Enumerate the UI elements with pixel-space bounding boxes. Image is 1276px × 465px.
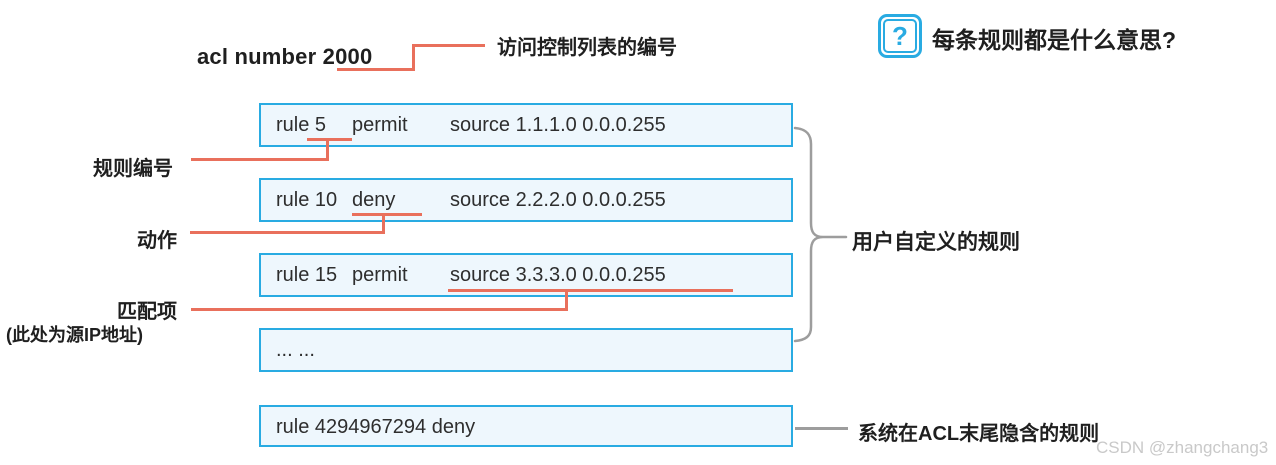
rule-match-text: source 3.3.3.0 0.0.0.255 xyxy=(450,264,666,286)
rule-box-2: rule 10 deny source 2.2.2.0 0.0.0.255 xyxy=(259,178,793,222)
rule-action-text: deny xyxy=(352,189,396,211)
rule-match-text: source 2.2.2.0 0.0.0.255 xyxy=(450,189,666,211)
connector-deny-vertical xyxy=(382,215,385,234)
implicit-rule-text: rule 4294967294 deny xyxy=(276,416,476,438)
connector-deny-horizontal xyxy=(190,231,385,234)
rule-action-text: permit xyxy=(352,114,408,136)
ellipsis-text: ... ... xyxy=(276,339,315,361)
rule-action-text: permit xyxy=(352,264,408,286)
label-match-item-note: (此处为源IP地址) xyxy=(6,325,143,345)
rule-box-implicit: rule 4294967294 deny xyxy=(259,405,793,447)
label-user-defined: 用户自定义的规则 xyxy=(852,231,1020,254)
connector-rule5-underline xyxy=(307,138,352,141)
connector-source-vertical xyxy=(565,291,568,310)
label-implicit-rule: 系统在ACL末尾隐含的规则 xyxy=(858,423,1100,445)
rule-match-text: source 1.1.1.0 0.0.0.255 xyxy=(450,114,666,136)
connector-rule5-horizontal xyxy=(191,158,329,161)
curly-brace xyxy=(793,126,848,343)
connector-acl-vertical xyxy=(412,44,415,71)
connector-deny-underline xyxy=(352,213,422,216)
rule-number-text: rule 15 xyxy=(276,264,338,286)
connector-rule5-vertical xyxy=(326,140,329,160)
rule-number-text: rule 10 xyxy=(276,189,338,211)
acl-number-title: acl number 2000 xyxy=(197,44,373,69)
rule-number-text: rule 5 xyxy=(276,114,327,136)
connector-implicit-line xyxy=(795,427,848,430)
question-mark-glyph: ? xyxy=(883,19,917,53)
connector-acl-horizontal xyxy=(412,44,485,47)
question-heading: 每条规则都是什么意思? xyxy=(932,27,1177,53)
connector-acl-underline xyxy=(337,68,415,71)
acl-number-annotation: 访问控制列表的编号 xyxy=(497,37,677,59)
label-rule-number: 规则编号 xyxy=(93,158,173,180)
connector-source-horizontal xyxy=(191,308,568,311)
label-action: 动作 xyxy=(137,230,177,252)
label-match-item: 匹配项 xyxy=(117,301,177,323)
watermark: CSDN @zhangchang3 xyxy=(1096,438,1269,457)
rule-box-ellipsis: ... ... xyxy=(259,328,793,372)
question-mark-icon: ? xyxy=(878,14,922,58)
connector-source-underline xyxy=(448,289,733,292)
